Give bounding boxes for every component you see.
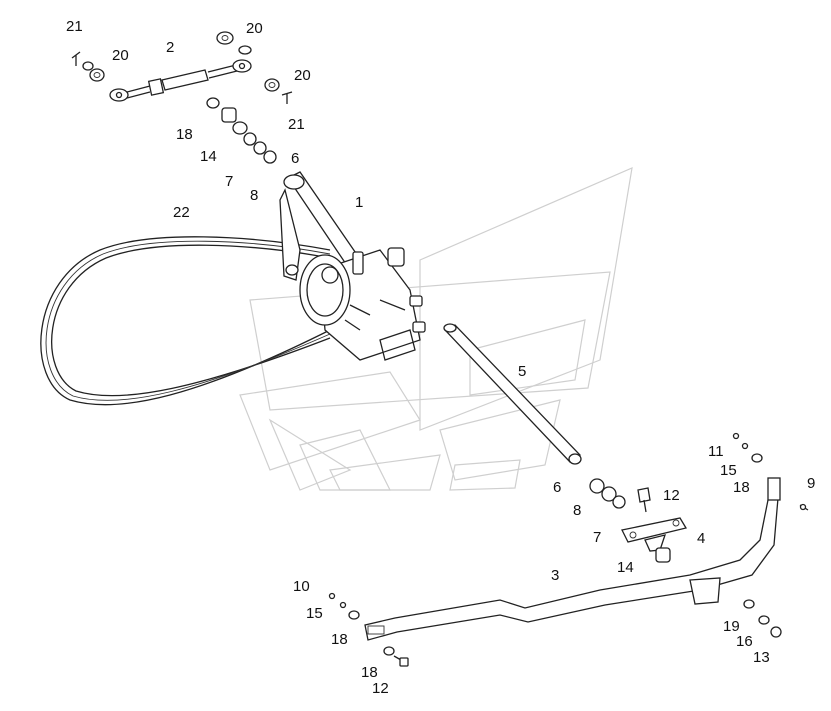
callout-11: 12 [663, 487, 680, 504]
callout-20: 20 [294, 67, 311, 84]
nut-washer-stack-top [206, 97, 277, 164]
callout-6: 6 [553, 479, 561, 496]
part-2-adjusting-rod [109, 59, 252, 102]
callout-22: 22 [173, 204, 190, 221]
callout-17: 18 [176, 126, 193, 143]
callout-18: 18 [331, 631, 348, 648]
callout-15: 15 [306, 605, 323, 622]
callout-7: 7 [593, 529, 601, 546]
part-1-pump-assembly [279, 171, 426, 361]
callout-15: 15 [720, 462, 737, 479]
callout-21: 21 [288, 116, 305, 133]
callout-1: 1 [355, 194, 363, 211]
callout-4: 4 [697, 530, 705, 547]
callout-12: 10 [293, 578, 310, 595]
callout-14: 14 [617, 559, 634, 576]
callout-18: 18 [361, 664, 378, 681]
part-22-belt [40, 236, 331, 406]
callout-8: 8 [573, 502, 581, 519]
callout-19: 19 [723, 618, 740, 635]
part-5-shaft [443, 323, 582, 465]
part-3-bracket-bar [364, 477, 781, 641]
part-4-plate [621, 517, 688, 563]
small-hardware [328, 432, 809, 667]
callout-6: 6 [291, 150, 299, 167]
callout-12: 11 [708, 443, 724, 460]
callout-2: 2 [166, 39, 174, 56]
callout-8: 8 [250, 187, 258, 204]
callout-13: 13 [753, 649, 770, 666]
callout-9: 9 [807, 475, 815, 492]
callout-labels: 21 20 2 20 20 21 18 14 6 7 8 1 22 5 11 1… [66, 18, 815, 697]
callout-10: 12 [372, 680, 389, 697]
callout-14: 14 [200, 148, 217, 165]
callout-16: 16 [736, 633, 753, 650]
callout-5: 5 [518, 363, 526, 380]
washers-and-pins-top [71, 31, 293, 104]
callout-18: 18 [733, 479, 750, 496]
callout-3: 3 [551, 567, 559, 584]
callout-20: 20 [246, 20, 263, 37]
callout-21: 21 [66, 18, 83, 35]
callout-7: 7 [225, 173, 233, 190]
callout-20: 20 [112, 47, 129, 64]
watermark-logo [239, 167, 633, 491]
nut-washer-stack-bottom [589, 478, 651, 513]
